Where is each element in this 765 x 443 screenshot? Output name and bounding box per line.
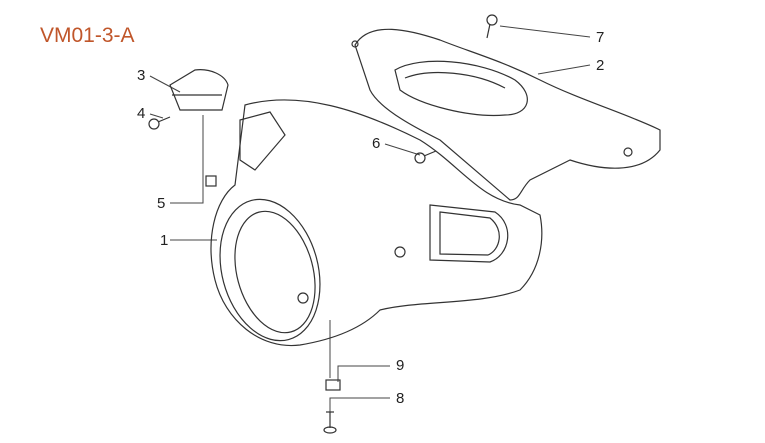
callout-6: 6 bbox=[372, 135, 381, 152]
callout-1: 1 bbox=[160, 232, 169, 249]
callout-5: 5 bbox=[157, 195, 166, 212]
callout-9: 9 bbox=[396, 357, 405, 374]
front-handlebar-cover-part bbox=[210, 99, 543, 347]
cap-part bbox=[169, 69, 229, 111]
callout-4: 4 bbox=[137, 105, 146, 122]
callout-8: 8 bbox=[396, 390, 405, 407]
screw-6 bbox=[414, 150, 437, 164]
screw-8 bbox=[323, 411, 337, 434]
leader-lines bbox=[149, 25, 591, 418]
diagram-title: VM01-3-A bbox=[40, 24, 135, 47]
callout-2: 2 bbox=[596, 57, 605, 74]
callout-7: 7 bbox=[596, 29, 605, 46]
rear-handlebar-cover-part bbox=[351, 28, 661, 201]
clip-5 bbox=[205, 175, 217, 187]
screw-4 bbox=[148, 116, 171, 130]
callout-3: 3 bbox=[137, 67, 146, 84]
clip-9 bbox=[325, 379, 341, 391]
screw-7 bbox=[486, 14, 498, 39]
